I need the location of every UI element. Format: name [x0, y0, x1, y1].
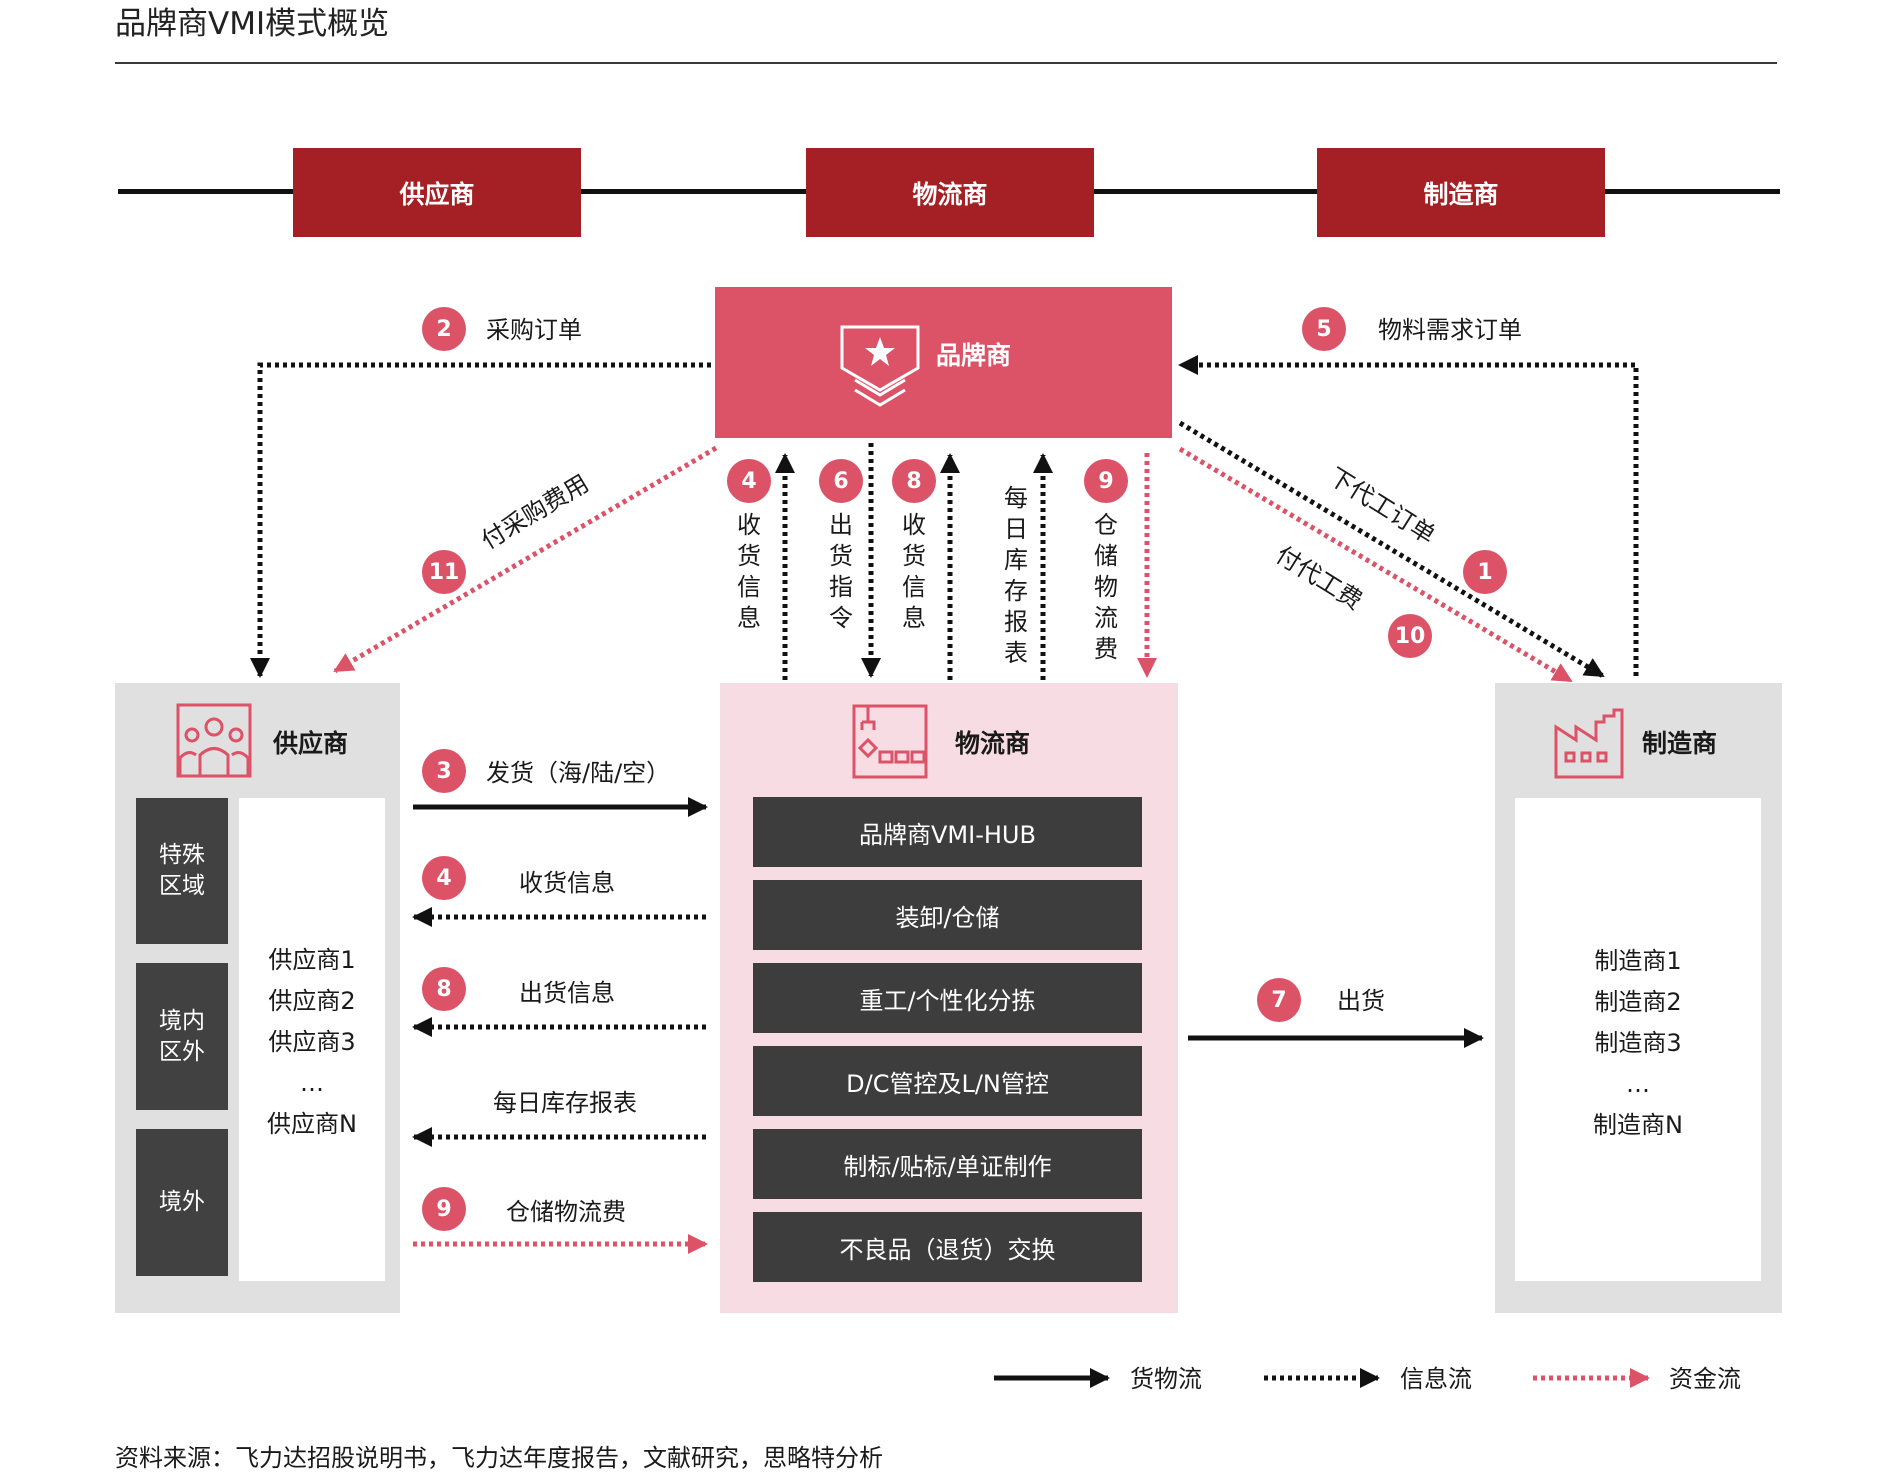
list-item: …: [300, 1069, 324, 1097]
title-divider: [115, 62, 1777, 64]
list-item: 供应商2: [268, 987, 356, 1015]
supplier-label: 供应商: [273, 729, 349, 758]
manufacturer-label: 制造商: [1642, 729, 1718, 758]
service-vmi-hub: 品牌商VMI-HUB: [753, 797, 1142, 867]
flow-2-badge: 2: [422, 307, 466, 351]
zone-special: 特殊 区域: [136, 798, 228, 944]
flow-6-label: 出货指令: [829, 511, 853, 632]
list-item: 制造商N: [1593, 1111, 1683, 1139]
flow-9-right-label: 仓储物流费: [506, 1198, 626, 1226]
service-labeling: 制标/贴标/单证制作: [753, 1129, 1142, 1199]
flow-6-badge: 6: [819, 459, 863, 503]
lane-logistics: 物流商: [806, 148, 1094, 237]
flow-11-arrow: [333, 445, 718, 674]
list-item: 制造商2: [1594, 988, 1682, 1016]
flow-9-down-badge: 9: [1084, 459, 1128, 503]
manufacturer-list: 制造商1 制造商2 制造商3 … 制造商N: [1515, 941, 1761, 1146]
factory-icon: [1554, 708, 1624, 779]
legend-info-label: 信息流: [1400, 1365, 1472, 1393]
flow-2-label: 采购订单: [486, 316, 582, 344]
flow-9-down-label: 仓储物流费: [1094, 511, 1118, 663]
service-control: D/C管控及L/N管控: [753, 1046, 1142, 1116]
page-title: 品牌商VMI模式概览: [115, 6, 390, 42]
flow-8-left-badge: 8: [422, 967, 466, 1011]
flow-8-up-label: 收货信息: [902, 511, 926, 632]
flow-3-label: 发货（海/陆/空）: [486, 759, 671, 787]
flow-7-label: 出货: [1337, 987, 1385, 1015]
source-note: 资料来源：飞力达招股说明书，飞力达年度报告，文献研究，思略特分析: [115, 1444, 883, 1472]
flow-4-left-label: 收货信息: [519, 869, 615, 897]
people-icon: [176, 703, 252, 778]
flow-5-badge: 5: [1302, 307, 1346, 351]
lane-supplier: 供应商: [293, 148, 581, 237]
flow-8-left-label: 出货信息: [519, 979, 615, 1007]
brand-label: 品牌商: [936, 341, 1012, 370]
shield-star-icon: [840, 325, 920, 407]
flow-daily-left-label: 每日库存报表: [493, 1089, 637, 1117]
service-exchange: 不良品（退货）交换: [753, 1212, 1142, 1282]
flow-1-badge: 1: [1463, 550, 1507, 594]
warehouse-icon: [852, 704, 928, 779]
zone-domestic: 境内 区外: [136, 963, 228, 1110]
supplier-list: 供应商1 供应商2 供应商3 … 供应商N: [239, 940, 385, 1145]
supplier-list-box: [239, 798, 385, 1281]
lane-manufacturer: 制造商: [1317, 148, 1605, 237]
flow-4-up-badge: 4: [727, 459, 771, 503]
list-item: 供应商N: [267, 1110, 357, 1138]
flow-10-arrow: [1178, 446, 1573, 684]
flow-4-up-label: 收货信息: [737, 511, 761, 632]
flow-10-badge: 10: [1388, 614, 1432, 658]
list-item: …: [1626, 1070, 1650, 1098]
legend-money-label: 资金流: [1669, 1365, 1741, 1393]
flow-9-right-badge: 9: [422, 1187, 466, 1231]
logistics-label: 物流商: [955, 729, 1031, 758]
flow-5-label: 物料需求订单: [1378, 316, 1522, 344]
service-handling: 装卸/仓储: [753, 880, 1142, 950]
brand-node: [715, 287, 1172, 438]
zone-overseas: 境外: [136, 1129, 228, 1276]
list-item: 供应商1: [268, 946, 356, 974]
flow-3-badge: 3: [422, 749, 466, 793]
flow-7-badge: 7: [1257, 978, 1301, 1022]
list-item: 供应商3: [268, 1028, 356, 1056]
flow-1-arrow: [1178, 420, 1605, 679]
manufacturer-list-box: [1515, 798, 1761, 1281]
list-item: 制造商3: [1594, 1029, 1682, 1057]
flow-2-arrow: [250, 362, 711, 678]
service-sorting: 重工/个性化分拣: [753, 963, 1142, 1033]
legend-goods-label: 货物流: [1130, 1365, 1202, 1393]
list-item: 制造商1: [1594, 947, 1682, 975]
flow-8-up-badge: 8: [892, 459, 936, 503]
flow-11-badge: 11: [422, 550, 466, 594]
flow-daily-up-label: 每日库存报表: [1004, 484, 1028, 667]
flow-4-left-badge: 4: [422, 856, 466, 900]
